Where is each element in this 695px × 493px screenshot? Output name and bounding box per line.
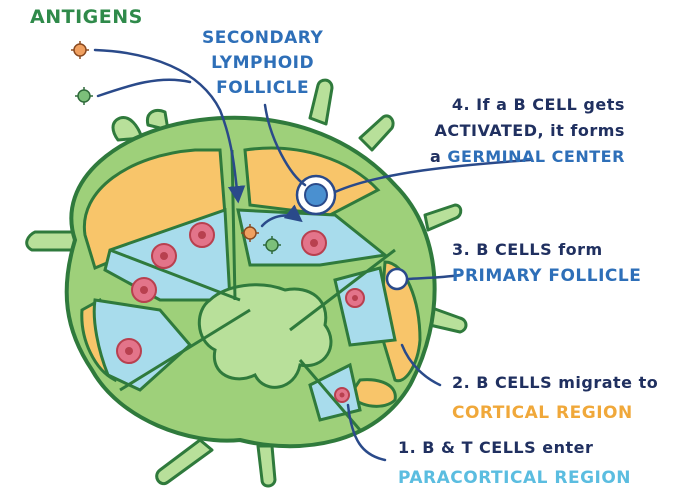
step4-line-2: ACTIVATED, it forms [430, 118, 625, 144]
antigens-label: ANTIGENS [30, 6, 143, 28]
step1-label: 1. B & T CELLS enter PARACORTICAL REGION [398, 433, 631, 493]
primary-follicle-label: PRIMARY FOLLICLE [452, 263, 641, 289]
step2-label: 2. B CELLS migrate to CORTICAL REGION [452, 368, 658, 428]
lymphocyte [132, 278, 156, 302]
lymphocyte [335, 388, 349, 402]
step4-label: 4. If a B CELL gets ACTIVATED, it forms … [430, 92, 625, 170]
germinal-center-label: GERMINAL CENTER [447, 147, 625, 166]
step3-line-1: 3. B CELLS form [452, 237, 641, 263]
secondary-follicle-line-3: FOLLICLE [202, 76, 323, 101]
step1-line-1: 1. B & T CELLS enter [398, 433, 631, 463]
lymph-node [27, 80, 466, 486]
secondary-follicle-line-1: SECONDARY [202, 26, 323, 51]
step4-line-3: a GERMINAL CENTER [430, 144, 625, 170]
cortical-region-label: CORTICAL REGION [452, 398, 658, 428]
secondary-follicle-label: SECONDARY LYMPHOID FOLLICLE [202, 26, 323, 101]
antigen-green-icon [75, 87, 93, 105]
lymphocyte [346, 289, 364, 307]
antigen-orange-icon [71, 41, 89, 59]
secondary-follicle-line-2: LYMPHOID [202, 51, 323, 76]
paracortical-region-label: PARACORTICAL REGION [398, 463, 631, 493]
step3-label: 3. B CELLS form PRIMARY FOLLICLE [452, 237, 641, 289]
lymphocyte [152, 244, 176, 268]
step2-line-1: 2. B CELLS migrate to [452, 368, 658, 398]
lymphocyte [302, 231, 326, 255]
primary-follicle [387, 269, 407, 289]
germinal-center [297, 176, 335, 214]
step4-line-3-prefix: a [430, 147, 447, 166]
lymphocyte [117, 339, 141, 363]
lymphocyte [190, 223, 214, 247]
arrow-antigen-entry-2 [98, 80, 190, 96]
step4-line-1: 4. If a B CELL gets [430, 92, 625, 118]
